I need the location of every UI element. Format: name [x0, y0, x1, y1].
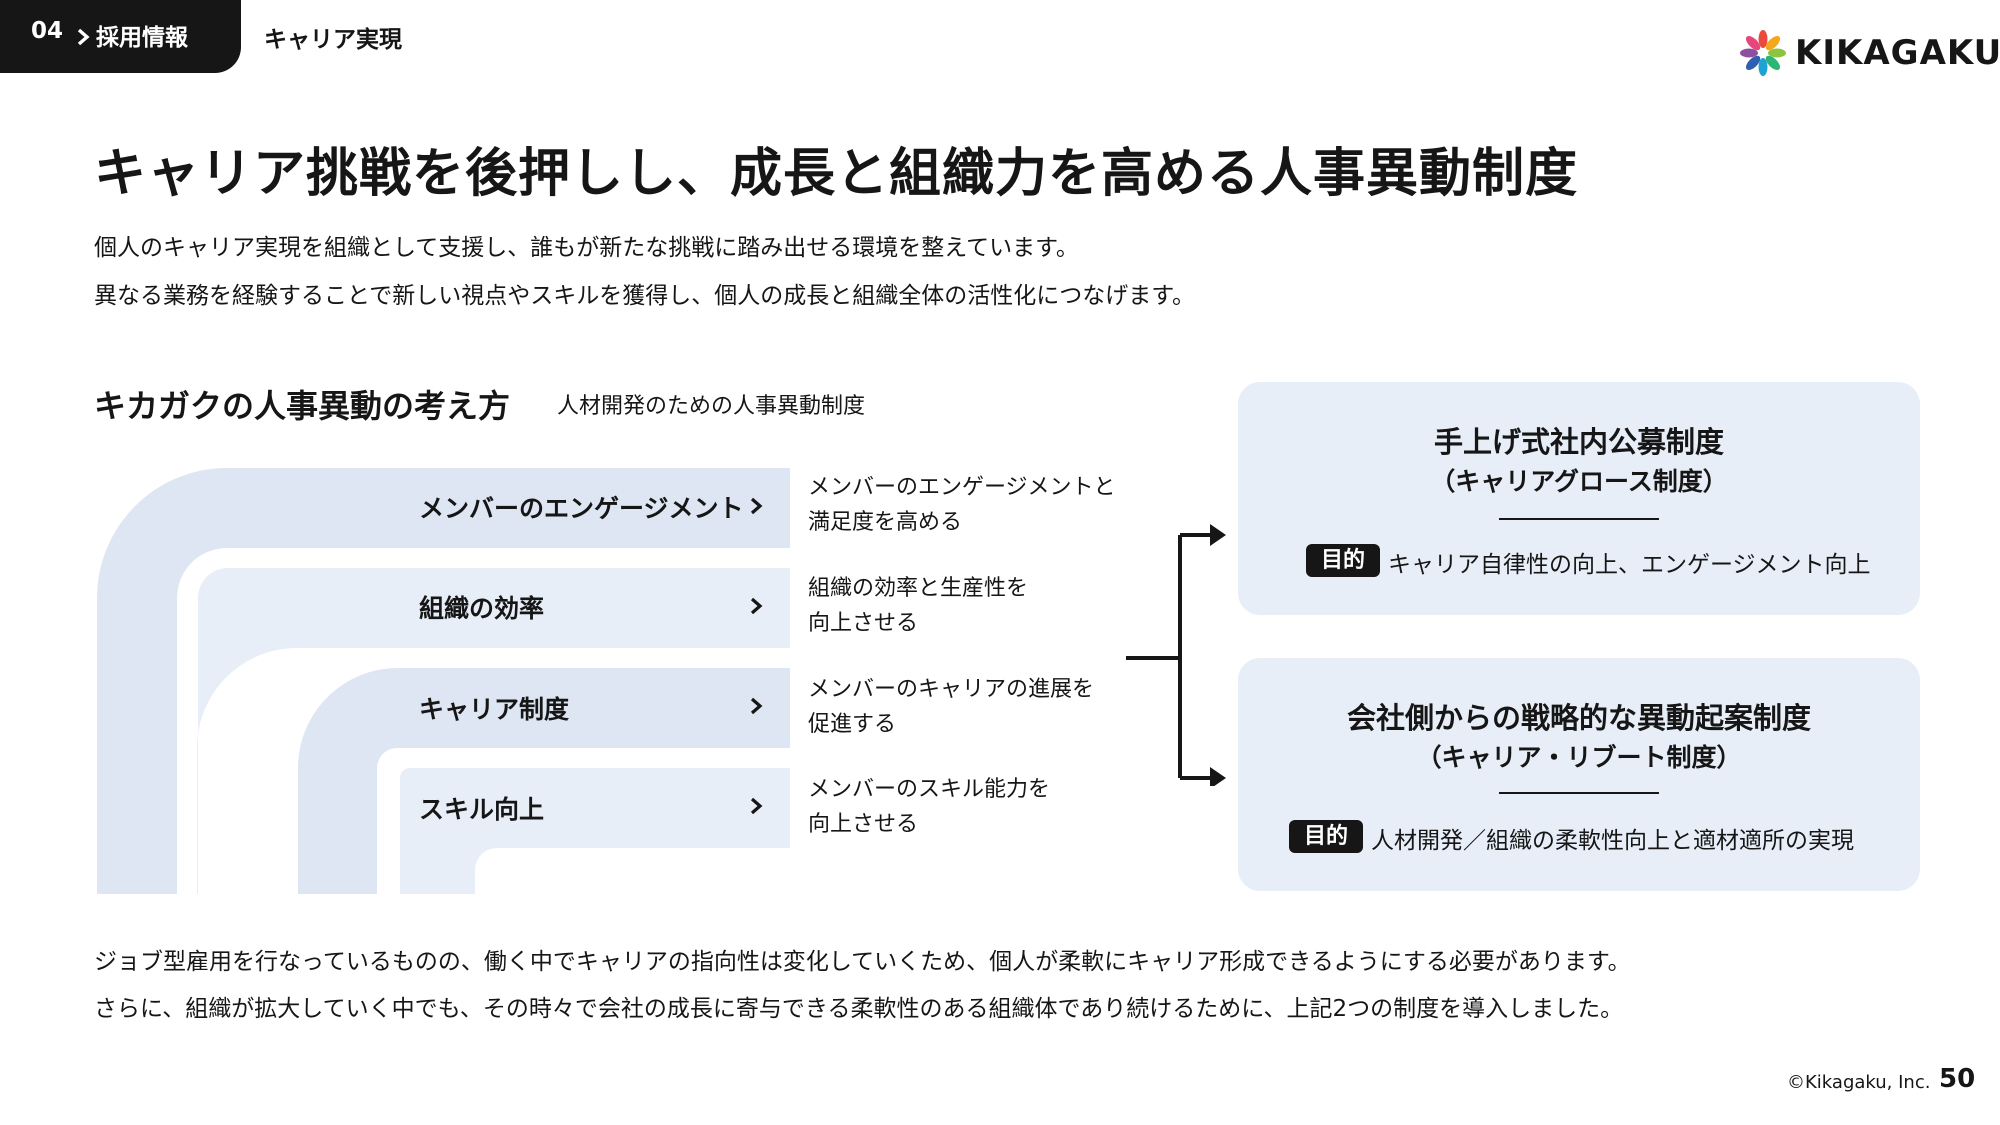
- divider: [1499, 792, 1659, 794]
- system-subtitle: （キャリア・リブート制度）: [1416, 743, 1742, 772]
- system-title: 会社側からの戦略的な異動起案制度: [1346, 701, 1811, 735]
- logo-icon: [1740, 30, 1786, 76]
- desc-line: 組織の効率と生産性を: [808, 576, 1029, 601]
- arrow-right-icon: [1210, 767, 1226, 786]
- concept-heading: キカガクの人事異動の考え方: [94, 387, 511, 425]
- logo-text: KIKAGAKU: [1795, 33, 2000, 73]
- chevron-right-icon: [750, 497, 763, 515]
- desc-skill: メンバーのスキル能力を 向上させる: [808, 772, 1050, 842]
- connector-arrows: [1126, 524, 1226, 786]
- footer-copyright: ©Kikagaku, Inc.: [1787, 1072, 1931, 1093]
- system-title: 手上げ式社内公募制度: [1433, 425, 1724, 459]
- band-label-career: キャリア制度: [419, 695, 570, 724]
- desc-line: 満足度を高める: [808, 510, 963, 535]
- band-engagement: [97, 468, 790, 894]
- desc-engagement: メンバーのエンゲージメントと 満足度を高める: [808, 470, 1116, 540]
- intro-line-1: 個人のキャリア実現を組織として支援し、誰もが新たな挑戦に踏み出せる環境を整えてい…: [94, 235, 1079, 261]
- breadcrumb: キャリア実現: [264, 27, 402, 53]
- band-label-skill: スキル向上: [419, 795, 545, 824]
- chevron-right-icon: [750, 597, 763, 615]
- band-efficiency: [197, 568, 790, 894]
- desc-line: 向上させる: [808, 611, 919, 636]
- concept-subheading: 人材開発のための人事異動制度: [557, 394, 866, 419]
- band-label-engagement: メンバーのエンゲージメント: [419, 494, 744, 523]
- band-label-efficiency: 組織の効率: [419, 594, 545, 623]
- arch-diagram: [97, 468, 790, 894]
- section-label: 採用情報: [96, 25, 188, 51]
- desc-line: メンバーのキャリアの進展を: [808, 677, 1095, 702]
- chevron-right-icon: [77, 28, 90, 46]
- system-card-career-growth: 手上げ式社内公募制度 （キャリアグロース制度） 目的 キャリア自律性の向上、エン…: [1238, 382, 1920, 615]
- desc-line: 促進する: [808, 712, 897, 737]
- system-subtitle: （キャリアグロース制度）: [1430, 467, 1728, 496]
- purpose-badge: 目的: [1306, 544, 1380, 577]
- desc-line: メンバーのスキル能力を: [808, 777, 1051, 802]
- chevron-right-icon: [750, 797, 763, 815]
- divider: [1499, 518, 1659, 520]
- desc-efficiency: 組織の効率と生産性を 向上させる: [808, 571, 1028, 641]
- summary-line-1: ジョブ型雇用を行なっているものの、働く中でキャリアの指向性は変化していくため、個…: [94, 949, 1631, 975]
- arrow-right-icon: [1210, 524, 1226, 546]
- system-card-career-reboot: 会社側からの戦略的な異動起案制度 （キャリア・リブート制度） 目的 人材開発／組…: [1238, 658, 1920, 891]
- section-number: 04: [31, 18, 64, 44]
- purpose-badge: 目的: [1289, 820, 1363, 853]
- purpose-text: 人材開発／組織の柔軟性向上と適材適所の実現: [1371, 828, 1854, 854]
- desc-career: メンバーのキャリアの進展を 促進する: [808, 672, 1094, 742]
- intro-line-2: 異なる業務を経験することで新しい視点やスキルを獲得し、個人の成長と組織全体の活性…: [94, 283, 1196, 309]
- band-career: [298, 668, 790, 894]
- band-skill: [400, 768, 790, 894]
- desc-line: メンバーのエンゲージメントと: [808, 475, 1116, 500]
- page-title: キャリア挑戦を後押しし、成長と組織力を高める人事異動制度: [94, 144, 1579, 204]
- summary-line-2: さらに、組織が拡大していく中でも、その時々で会社の成長に寄与できる柔軟性のある組…: [94, 996, 1624, 1022]
- page-number: 50: [1939, 1064, 1976, 1094]
- section-tab: 04 採用情報: [0, 0, 241, 73]
- chevron-right-icon: [750, 697, 763, 715]
- desc-line: 向上させる: [808, 812, 919, 837]
- purpose-text: キャリア自律性の向上、エンゲージメント向上: [1388, 552, 1871, 578]
